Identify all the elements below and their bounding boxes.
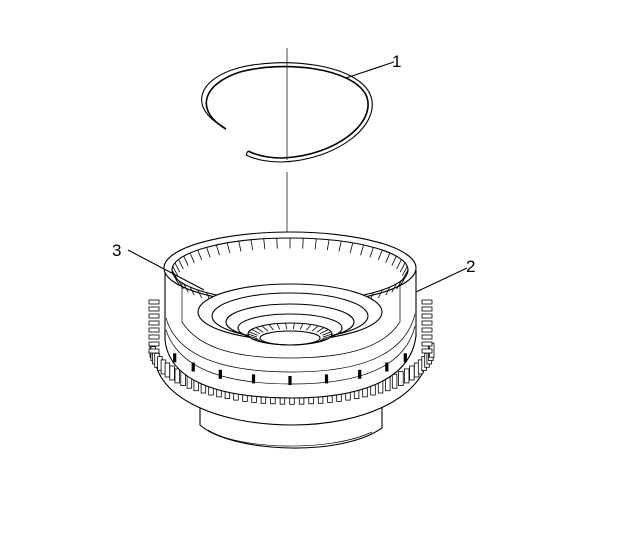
callout-2: 2 [466, 257, 475, 276]
spline [226, 242, 231, 254]
spline [401, 266, 408, 276]
spline [306, 324, 312, 331]
spline [402, 269, 409, 280]
spline [206, 247, 211, 258]
spline [399, 262, 406, 273]
spline [263, 238, 266, 250]
spline [197, 249, 203, 261]
spline [251, 338, 260, 341]
leader-lines [127, 61, 468, 293]
spline [285, 323, 287, 330]
spline [248, 335, 258, 340]
spline [360, 244, 364, 256]
gear-tooth [148, 348, 160, 354]
spline [197, 289, 203, 299]
spline [396, 280, 402, 290]
spline [314, 238, 317, 250]
spline [369, 247, 374, 258]
spline [248, 331, 258, 336]
gear-tooth [421, 348, 433, 354]
drum-slot [191, 362, 195, 372]
spline [261, 325, 269, 332]
spline [172, 266, 179, 276]
gear-tooth [391, 373, 398, 389]
spline [320, 338, 329, 341]
spline [238, 241, 242, 252]
gear-tooth [421, 334, 433, 340]
gear-tooth [148, 306, 160, 312]
spline [247, 333, 258, 338]
spline [189, 286, 195, 296]
callout-1: 1 [392, 52, 401, 71]
spline [276, 323, 281, 330]
spline [391, 283, 397, 293]
spline [183, 283, 189, 293]
spline [316, 340, 325, 343]
spline [178, 280, 184, 290]
spline [251, 329, 261, 335]
gear-tooth [398, 371, 404, 387]
spline [319, 329, 329, 335]
spline [326, 239, 330, 251]
spline [396, 259, 402, 270]
spline [255, 327, 264, 333]
gear-tooth [174, 368, 180, 384]
spline [293, 323, 295, 330]
spline [316, 327, 325, 333]
spline [189, 252, 195, 263]
gear-tooth [148, 334, 160, 340]
spline [255, 340, 264, 343]
gear-tooth [409, 365, 415, 381]
gear-tooth [421, 299, 433, 305]
drum-slot [173, 353, 177, 363]
gear-tooth [148, 341, 160, 347]
spline [391, 255, 397, 266]
callout-3: 3 [112, 241, 121, 260]
snap-ring [201, 62, 373, 163]
spline [311, 325, 319, 332]
spline [385, 286, 391, 296]
drum-slot [358, 369, 362, 379]
gear-tooth [403, 368, 410, 384]
spline [399, 276, 406, 286]
gear-tooth [421, 320, 433, 326]
spline [174, 262, 181, 273]
gear-tooth [148, 313, 160, 319]
spline [377, 289, 383, 299]
drum-slot [403, 353, 407, 363]
spline [172, 273, 179, 283]
drum-slot [324, 374, 329, 384]
inner-piston [197, 283, 383, 346]
spline [299, 323, 304, 330]
drum-slot [288, 376, 292, 385]
gear-tooth [421, 313, 433, 319]
spline [385, 252, 391, 263]
spline [302, 238, 304, 249]
spline [349, 242, 354, 254]
drum-slots [173, 353, 407, 385]
drum-slot [385, 362, 389, 372]
spline [322, 335, 332, 340]
spline [183, 255, 189, 266]
gear-tooth [421, 306, 433, 312]
spline [268, 324, 274, 331]
gear-tooth [421, 341, 433, 347]
drum-slot [218, 369, 222, 379]
spline [377, 249, 383, 261]
spline [338, 241, 342, 252]
spline [322, 333, 333, 338]
gear-tooth [148, 327, 160, 333]
spline [178, 259, 184, 270]
gear-tooth [164, 362, 171, 378]
spline [250, 239, 254, 251]
spline [216, 244, 220, 256]
gear-tooth [148, 299, 160, 305]
spline [322, 331, 332, 336]
gear-tooth [169, 365, 175, 381]
gear-tooth [148, 320, 160, 326]
gear-tooth [421, 327, 433, 333]
spline [276, 238, 278, 249]
drum-slot [251, 374, 256, 384]
